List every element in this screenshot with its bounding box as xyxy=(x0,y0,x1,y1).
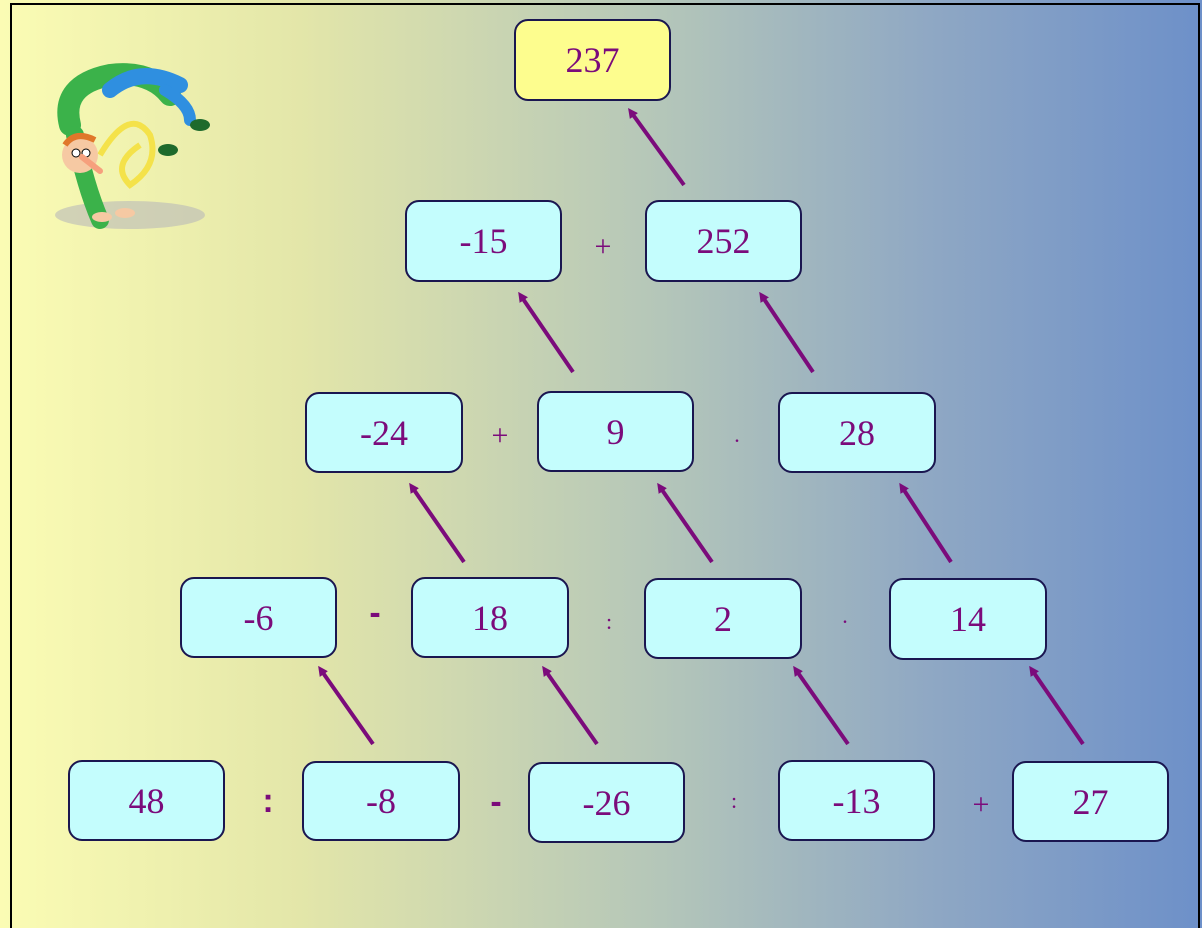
operator-r3-2: . xyxy=(842,605,848,627)
arrow-18-to-minus24 xyxy=(412,487,464,562)
operator-r1-0: + xyxy=(595,232,612,262)
pyramid-box-r2-1: 9 xyxy=(537,391,694,472)
pyramid-box-r2-2: 28 xyxy=(778,392,936,473)
arrow-2-to-9 xyxy=(660,487,712,562)
operator-r2-0: + xyxy=(492,421,509,451)
arrow-27-to-14 xyxy=(1032,670,1083,744)
pyramid-box-r3-3: 14 xyxy=(889,578,1047,660)
pyramid-box-r1-0: -15 xyxy=(405,200,562,282)
operator-r4-1: - xyxy=(490,785,501,819)
arrow-14-to-28 xyxy=(902,487,951,562)
pyramid-box-r4-0: 48 xyxy=(68,760,225,841)
arrow-minus8-to-minus6 xyxy=(321,670,373,744)
pyramid-box-r4-4: 27 xyxy=(1012,761,1169,842)
pyramid-box-top: 237 xyxy=(514,19,671,101)
operator-r3-0: - xyxy=(369,596,380,630)
arrow-minus26-to-18 xyxy=(545,670,597,744)
arrow-minus13-to-2 xyxy=(796,670,848,744)
pyramid-box-r3-1: 18 xyxy=(411,577,569,658)
pyramid-box-r3-2: 2 xyxy=(644,578,802,659)
pyramid-box-r3-0: -6 xyxy=(180,577,337,658)
arrow-9-to-minus15 xyxy=(521,296,573,372)
pyramid-box-r4-2: -26 xyxy=(528,762,685,843)
operator-r4-0: : xyxy=(262,784,273,818)
pyramid-box-r2-0: -24 xyxy=(305,392,463,473)
pyramid-box-r1-1: 252 xyxy=(645,200,802,282)
pyramid-box-r4-1: -8 xyxy=(302,761,460,841)
arrow-252-to-237 xyxy=(631,112,684,185)
operator-r4-2: : xyxy=(731,790,737,812)
operator-r2-1: . xyxy=(734,424,740,446)
pyramid-box-r4-3: -13 xyxy=(778,760,935,841)
operator-r4-3: + xyxy=(973,790,990,820)
operator-r3-1: : xyxy=(606,611,612,633)
arrow-28-to-252 xyxy=(762,296,813,372)
